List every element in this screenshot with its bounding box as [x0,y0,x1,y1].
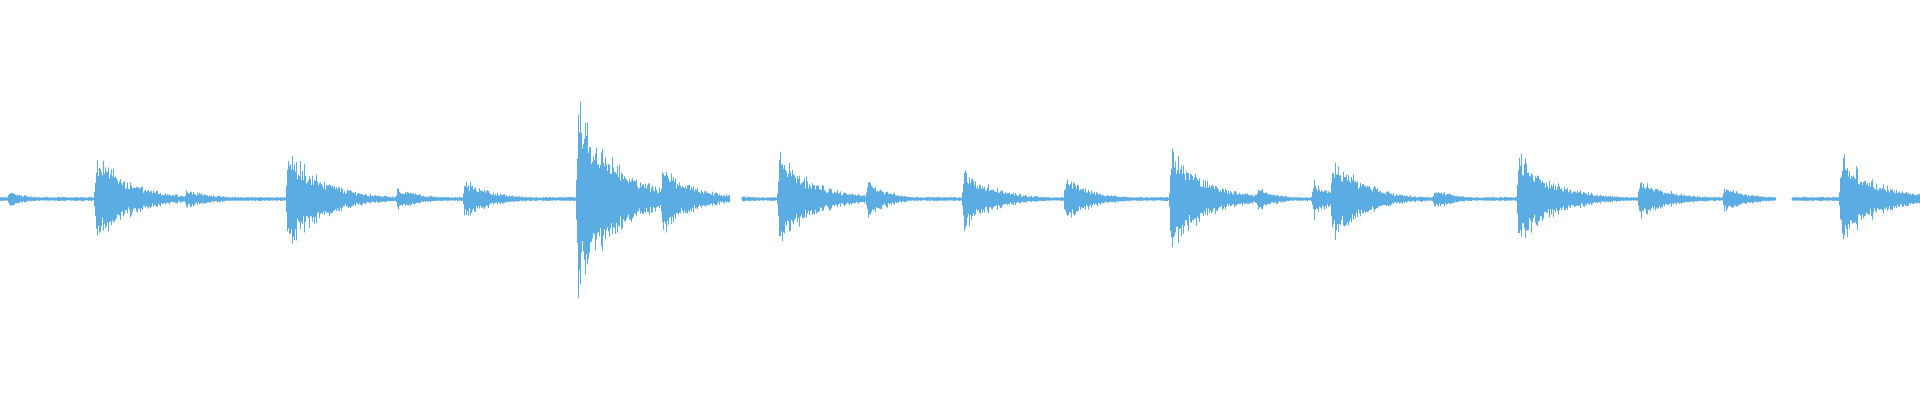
waveform-path [0,101,1920,299]
waveform-bars [0,101,1920,299]
